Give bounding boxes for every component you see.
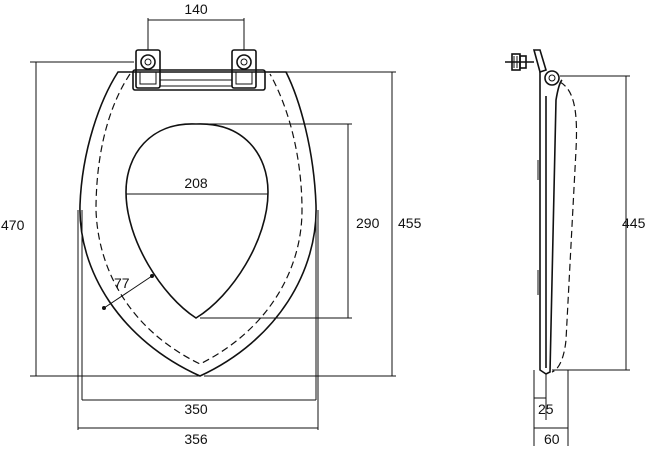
total-thickness-label: 60 — [544, 431, 560, 447]
rim-width-dimension: 77 — [102, 274, 154, 310]
opening-width-label: 208 — [184, 175, 208, 191]
hinge-spacing-dimension: 140 — [147, 1, 245, 50]
seat-thickness-dimension: 25 — [534, 397, 554, 417]
hinge-spacing-label: 140 — [184, 1, 208, 17]
seat-outline — [79, 71, 317, 377]
seat-side-profile — [539, 72, 563, 375]
hinge-assembly — [132, 49, 266, 91]
seat-opening — [125, 123, 269, 319]
opening-width-dimension: 208 — [126, 175, 268, 195]
side-length-dimension: 445 — [552, 75, 646, 371]
total-thickness-dimension: 60 — [534, 427, 568, 447]
left-hinge-icon — [135, 49, 161, 89]
seat-length-label: 455 — [398, 215, 422, 231]
seat-length-dimension: 455 — [204, 71, 422, 377]
side-view: 445 25 60 — [505, 49, 646, 447]
rim-width-label: 77 — [114, 275, 130, 291]
fixing-bolt-icon — [505, 53, 534, 71]
lid-side-profile — [551, 81, 578, 373]
overall-length-label: 470 — [1, 217, 25, 233]
opening-length-dimension: 290 — [200, 123, 380, 319]
front-view: 140 — [1, 1, 422, 447]
lid-dashed-outline — [95, 73, 303, 365]
seat-thickness-label: 25 — [538, 401, 554, 417]
overall-width-label: 356 — [184, 431, 208, 447]
overall-width-dimension: 356 — [78, 427, 318, 447]
side-hinge-icon — [532, 49, 560, 86]
overall-length-dimension: 470 — [1, 61, 200, 377]
right-hinge-icon — [231, 49, 257, 89]
opening-length-label: 290 — [356, 215, 380, 231]
side-length-label: 445 — [622, 215, 646, 231]
inner-width-label: 350 — [184, 401, 208, 417]
inner-width-dimension: 350 — [82, 399, 316, 417]
